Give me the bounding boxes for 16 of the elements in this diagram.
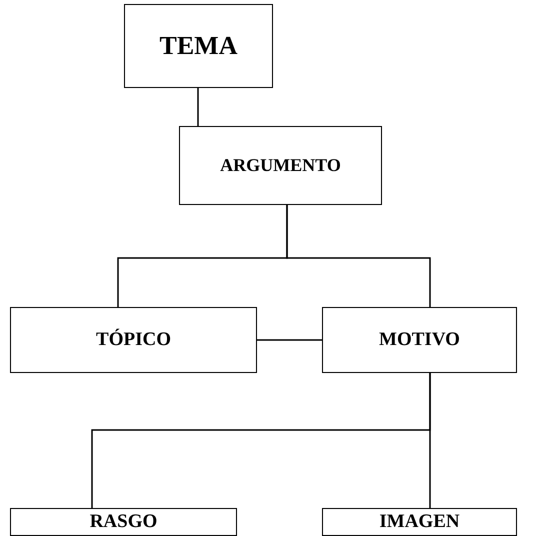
box-label: RASGO: [90, 511, 158, 533]
box-label: MOTIVO: [379, 329, 460, 351]
concept-box: [10, 508, 237, 536]
connector-line: [429, 373, 431, 508]
concept-box: [322, 307, 517, 373]
box-label: ARGUMENTO: [220, 155, 341, 176]
box-label: TÓPICO: [96, 329, 171, 351]
concept-box: [179, 126, 382, 205]
box-label: TEMA: [160, 31, 238, 61]
concept-box: [124, 4, 273, 88]
concept-box: [10, 307, 257, 373]
connector-line: [286, 205, 431, 307]
concept-box: [322, 508, 517, 536]
connector-line: [257, 339, 322, 341]
connector-line: [197, 88, 199, 126]
box-label: IMAGEN: [379, 511, 460, 533]
